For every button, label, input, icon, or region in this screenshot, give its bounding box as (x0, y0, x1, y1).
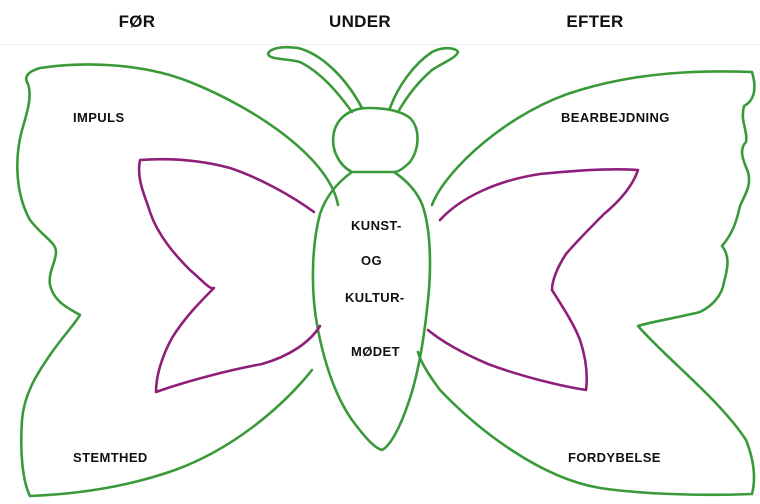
right-antenna-icon (390, 48, 458, 112)
body-text-line3: KULTUR- (345, 290, 405, 305)
right-wing-outline (418, 71, 754, 494)
body-text-line4: MØDET (351, 344, 400, 359)
label-fordybelse: FORDYBELSE (568, 450, 661, 465)
left-antenna-icon (268, 47, 362, 112)
butterfly-head (333, 108, 417, 172)
label-impuls: IMPULS (73, 110, 125, 125)
butterfly-body (313, 172, 430, 450)
body-text-line1: KUNST- (351, 218, 402, 233)
label-stemthed: STEMTHED (73, 450, 148, 465)
body-text-line2: OG (361, 253, 382, 268)
left-inner-wing (139, 159, 320, 392)
label-bearbejdning: BEARBEJDNING (561, 110, 670, 125)
left-wing-outline (17, 65, 338, 496)
right-inner-wing (428, 169, 638, 390)
